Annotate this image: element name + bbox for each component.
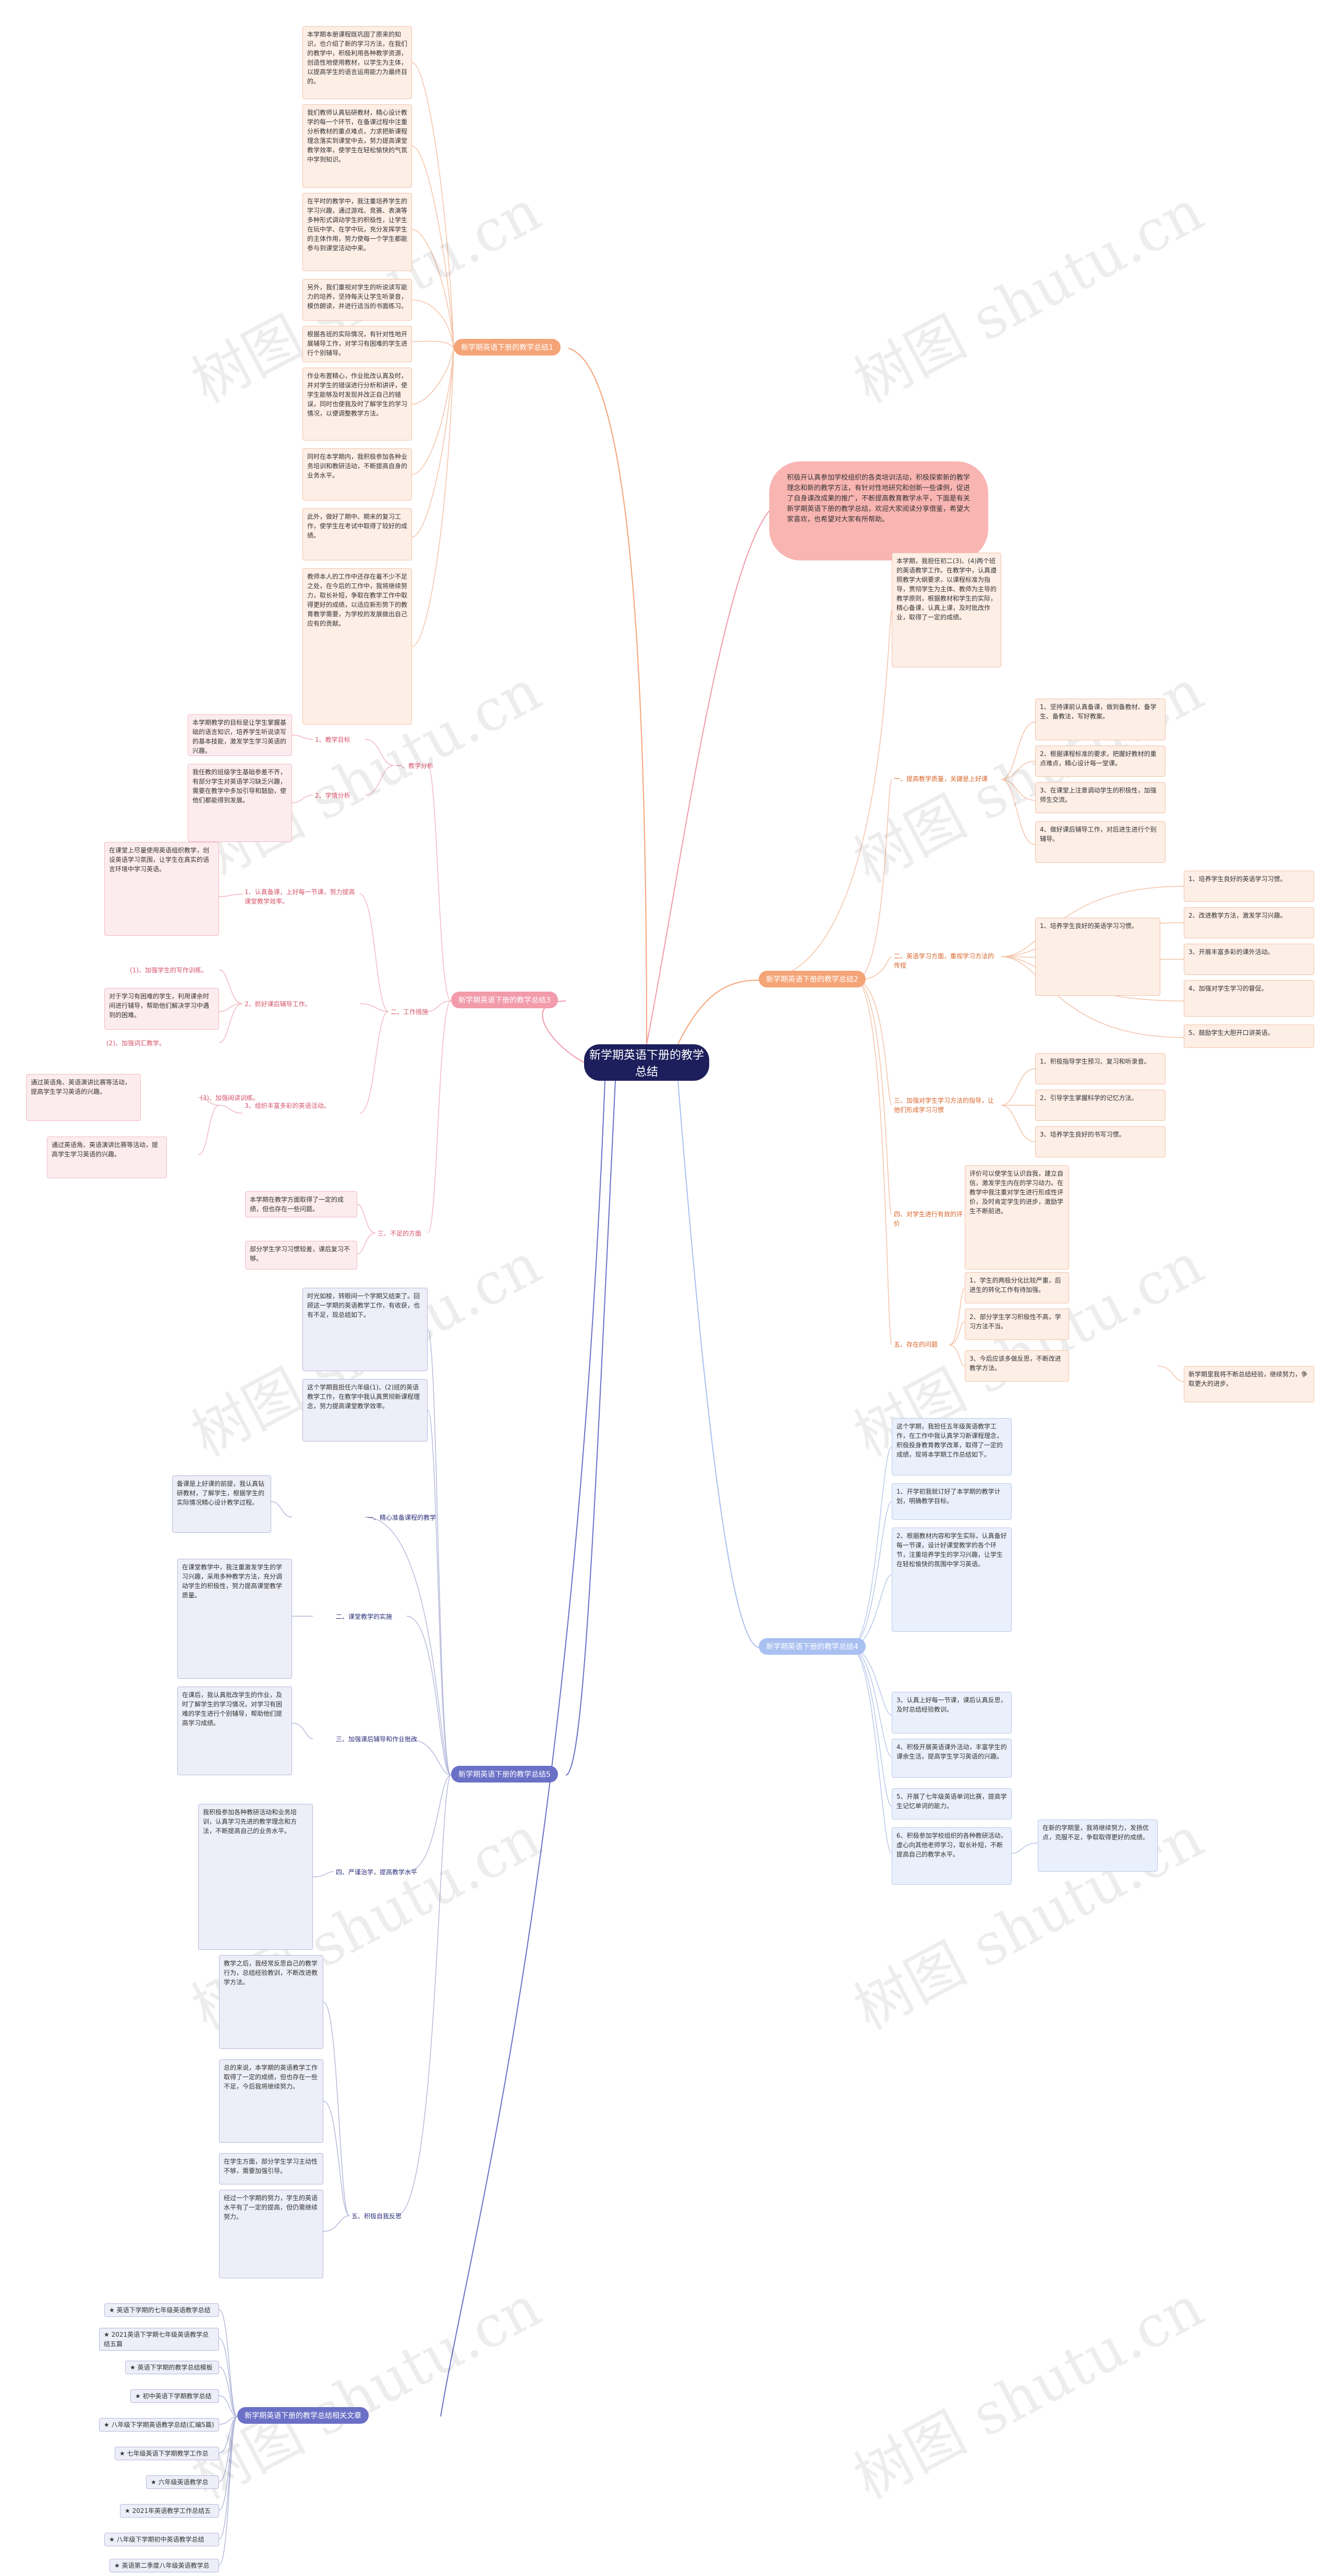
b3-sub-label[interactable]: 三、不足的方面 — [378, 1230, 422, 1237]
b4-item: 2、根据教材内容和学生实际，认真备好每一节课，设计好课堂教学的各个环节，注重培养… — [892, 1528, 1012, 1632]
branch-summary-3[interactable]: 新学期英语下册的教学总结3 — [451, 992, 558, 1008]
related-article-link[interactable]: ★ 初中英语下学期教学总结2021 — [130, 2389, 219, 2403]
b5-text: 在课后，我认真批改学生的作业，及时了解学生的学习情况，对学习有困难的学生进行个别… — [177, 1687, 292, 1775]
b2-sub-label[interactable]: 五、存在的问题 — [894, 1341, 938, 1348]
b4-item: 1、开学初我就订好了本学期的教学计划，明确教学目标。 — [892, 1483, 1012, 1520]
b2-s5-item: 2、部分学生学习积极性不高，学习方法不当。 — [965, 1309, 1069, 1340]
b3-s2-text: 在课堂上尽量使用英语组织教学，创设英语学习氛围，让学生在真实的语言环境中学习英语… — [104, 842, 219, 936]
b5-sub-label[interactable]: 五、积极自我反思 — [351, 2213, 402, 2220]
b5-text: 经过一个学期的努力，学生的英语水平有了一定的提高，但仍需继续努力。 — [219, 2190, 323, 2278]
b1-item: 作业布置精心，作业批改认真及时，并对学生的错误进行分析和讲评，使学生能够及时发现… — [302, 368, 412, 441]
b1-item: 在平时的教学中，我注重培养学生的学习兴趣，通过游戏、竞赛、表演等多种形式调动学生… — [302, 193, 412, 271]
b3-s3-text: 本学期在教学方面取得了一定的成绩，但也存在一些问题。 — [245, 1191, 357, 1217]
b5-sub-label[interactable]: 二、课堂教学的实施 — [336, 1613, 393, 1620]
related-article-link[interactable]: ★ 英语第二季度八年级英语教学总结五篇 — [110, 2559, 219, 2572]
related-article-link[interactable]: ★ 八年级下学期初中英语教学总结2021 — [104, 2533, 219, 2546]
b3-s2-label: 3、组织丰富多彩的英语活动。 — [245, 1102, 330, 1109]
b5-text: 教学之后，我经常反思自己的教学行为，总结经验教训，不断改进教学方法。 — [219, 1955, 323, 2049]
related-article-link[interactable]: ★ 六年级英语教学总结五篇 — [146, 2475, 219, 2489]
intro-bubble: 积极开认真参加学校组织的各类培训活动，积极探索新的教学理念和新的教学方法，有针对… — [769, 461, 988, 560]
b5-intro: 时光如梭，转眼间一个学期又结束了。回顾这一学期的英语教学工作，有收获，也有不足，… — [302, 1288, 428, 1371]
b3-s3-text: 部分学生学习习惯较差，课后复习不够。 — [245, 1241, 357, 1269]
b5-text: 在学生方面，部分学生学习主动性不够，需要加强引导。 — [219, 2153, 323, 2184]
b2-s2-item: 5、鼓励学生大胆开口讲英语。 — [1184, 1024, 1314, 1048]
b2-s5-item: 3、今后应该多做反思，不断改进教学方法。 — [965, 1350, 1069, 1382]
b3-s2-text: 通过英语角、英语演讲比赛等活动，提高学生学习英语的兴趣。 — [26, 1074, 141, 1121]
b1-item: 我们教师认真钻研教材，精心设计教学的每一个环节，在备课过程中注重分析教材的重点难… — [302, 104, 412, 188]
b1-item: 教师本人的工作中还存在着不少不足之处，在今后的工作中，我将继续努力，取长补短，争… — [302, 568, 412, 725]
b2-s5-item: 1、学生的两极分化比较严重，后进生的转化工作有待加强。 — [965, 1272, 1069, 1303]
b1-item: 本学期本册课程既巩固了原来的知识，也介绍了新的学习方法，在我们的教学中，积极利用… — [302, 26, 412, 99]
b3-s2-label: 2、抓好课后辅导工作。 — [245, 1000, 311, 1008]
b3-s2-subitem: (3)、加强阅读训练。 — [200, 1094, 259, 1102]
b2-s5-extra: 新学期里我将不断总结经验，继续努力，争取更大的进步。 — [1184, 1366, 1314, 1402]
b4-item: 6、积极参加学校组织的各种教研活动，虚心向其他老师学习，取长补短，不断提高自己的… — [892, 1827, 1012, 1885]
b5-text: 总的来说，本学期的英语教学工作取得了一定的成绩，但也存在一些不足，今后我将继续努… — [219, 2059, 323, 2143]
b5-sub-label[interactable]: 一、精心准备课程的教学 — [367, 1514, 436, 1521]
b4-item: 3、认真上好每一节课，课后认真反思，及时总结经验教训。 — [892, 1692, 1012, 1733]
b3-s1-label: 2、学情分析 — [315, 792, 350, 799]
b5-text: 我积极参加各种教研活动和业务培训，认真学习先进的教学理念和方法，不断提高自己的业… — [198, 1804, 313, 1950]
b3-s2-label: 1、认真备课，上好每一节课，努力提高课堂教学效率。 — [245, 888, 355, 905]
b2-s3-item: 1、积极指导学生预习、复习和听录音。 — [1035, 1053, 1166, 1084]
b2-sub-label[interactable]: 四、对学生进行有效的评价 — [894, 1211, 963, 1227]
b1-item: 同时在本学期内，我积极参加各种业务培训和教研活动，不断提高自身的业务水平。 — [302, 448, 412, 500]
b2-s2-item: 2、改进教学方法，激发学习兴趣。 — [1184, 907, 1314, 938]
related-article-link[interactable]: ★ 英语下学期的教学总结模板 — [125, 2361, 219, 2374]
related-article-link[interactable]: ★ 2021年英语教学工作总结五篇 — [120, 2504, 219, 2518]
b5-intro: 这个学期我担任六年级(1)、(2)班的英语教学工作，在教学中我认真贯彻新课程理念… — [302, 1379, 428, 1442]
b1-item: 另外，我们重视对学生的听说读写能力的培养，坚持每天让学生听录音，模仿朗读，并进行… — [302, 279, 412, 321]
related-article-link[interactable]: ★ 七年级英语下学期教学工作总结 — [115, 2447, 219, 2460]
b3-s1-text: 我任教的班级学生基础参差不齐，有部分学生对英语学习缺乏兴趣，需要在教学中多加引导… — [188, 764, 292, 842]
b1-item: 根据各班的实际情况，有针对性地开展辅导工作，对学习有困难的学生进行个别辅导。 — [302, 326, 412, 362]
b3-s2-text: 对于学习有困难的学生，利用课余时间进行辅导，帮助他们解决学习中遇到的困难。 — [104, 988, 219, 1030]
b3-s2-subitem: (1)、加强学生的写作训练。 — [130, 967, 208, 974]
b2-s2-item: 4、加强对学生学习的督促。 — [1184, 980, 1314, 1017]
b2-sub-label[interactable]: 二、英语学习方面，重视学习方法的传授 — [894, 953, 994, 969]
branch-summary-2[interactable]: 新学期英语下册的教学总结2 — [759, 971, 866, 987]
branch-summary-1[interactable]: 新学期英语下册的教学总结1 — [454, 339, 561, 356]
related-article-link[interactable]: ★ 2021英语下学期七年级英语教学总结五篇 — [99, 2328, 219, 2351]
b3-s2-text: 通过英语角、英语演讲比赛等活动，提高学生学习英语的兴趣。 — [47, 1137, 167, 1178]
branch-summary-4[interactable]: 新学期英语下册的教学总结4 — [759, 1638, 866, 1655]
b4-item: 5、开展了七年级英语单词比赛，提高学生记忆单词的能力。 — [892, 1788, 1012, 1820]
b4-item: 这个学期，我担任五年级英语教学工作，在工作中我认真学习新课程理念，积极投身教育教… — [892, 1418, 1012, 1475]
b2-s1-item: 1、坚持课前认真备课，做到备教材、备学生、备教法，写好教案。 — [1035, 699, 1166, 740]
b3-s2-subitem: (2)、加强词汇教学。 — [106, 1040, 165, 1047]
b5-sub-label[interactable]: 四、严谨治学，提高教学水平 — [336, 1869, 418, 1876]
b2-s3-item: 3、培养学生良好的书写习惯。 — [1035, 1126, 1166, 1157]
root-topic[interactable]: 新学期英语下册的教学总结 — [584, 1044, 709, 1081]
b2-s3-item: 2、引导学生掌握科学的记忆方法。 — [1035, 1090, 1166, 1121]
b2-s1-item: 2、根据课程标准的要求，把握好教材的重点难点，精心设计每一堂课。 — [1035, 746, 1166, 777]
b3-s1-text: 本学期教学的目标是让学生掌握基础的语言知识，培养学生听说读写的基本技能，激发学生… — [188, 714, 292, 756]
b2-s2-item: 1、培养学生良好的英语学习习惯。 — [1184, 871, 1314, 902]
b5-sub-label[interactable]: 三、加强课后辅导和作业批改 — [336, 1736, 418, 1743]
b3-s1-label: 1、教学目标 — [315, 736, 350, 743]
b2-intro: 本学期，我担任初二(3)、(4)两个班的英语教学工作。在教学中，认真遵照教学大纲… — [892, 553, 1001, 667]
branch-related-articles[interactable]: 新学期英语下册的教学总结相关文章 — [237, 2407, 369, 2424]
b2-sub-label[interactable]: 一、提高教学质量，关键是上好课 — [894, 775, 988, 783]
b3-sub-label[interactable]: 一、教学分析 — [396, 762, 434, 770]
b2-s2-text: 1、培养学生良好的英语学习习惯。 — [1035, 918, 1160, 996]
b5-text: 备课是上好课的前提，我认真钻研教材，了解学生，根据学生的实际情况精心设计教学过程… — [172, 1475, 271, 1533]
related-article-link[interactable]: ★ 八年级下学期英语教学总结(汇编5篇) — [99, 2418, 219, 2432]
b4-item: 4、积极开展英语课外活动，丰富学生的课余生活，提高学生学习英语的兴趣。 — [892, 1739, 1012, 1778]
b4-extra: 在新的学期里，我将继续努力，发扬优点，克服不足，争取取得更好的成绩。 — [1038, 1820, 1158, 1872]
related-article-link[interactable]: ★ 英语下学期的七年级英语教学总结 — [104, 2303, 219, 2317]
b2-s4-text: 评价可以使学生认识自我，建立自信，激发学生内在的学习动力。在教学中我注重对学生进… — [965, 1165, 1069, 1269]
b5-text: 在课堂教学中，我注重激发学生的学习兴趣，采用多种教学方法，充分调动学生的积极性，… — [177, 1559, 292, 1679]
b2-sub-label[interactable]: 三、加强对学生学习方法的指导，让他们形成学习习惯 — [894, 1097, 994, 1114]
b2-s1-item: 3、在课堂上注意调动学生的积极性，加强师生交流。 — [1035, 782, 1166, 813]
b2-s2-item: 3、开展丰富多彩的课外活动。 — [1184, 944, 1314, 975]
b3-sub-label[interactable]: 二、工作措施 — [391, 1008, 429, 1016]
b1-item: 此外，做好了期中、期末的复习工作，使学生在考试中取得了较好的成绩。 — [302, 508, 412, 560]
b2-s1-item: 4、做好课后辅导工作，对后进生进行个别辅导。 — [1035, 821, 1166, 863]
branch-summary-5[interactable]: 新学期英语下册的教学总结5 — [451, 1766, 558, 1783]
